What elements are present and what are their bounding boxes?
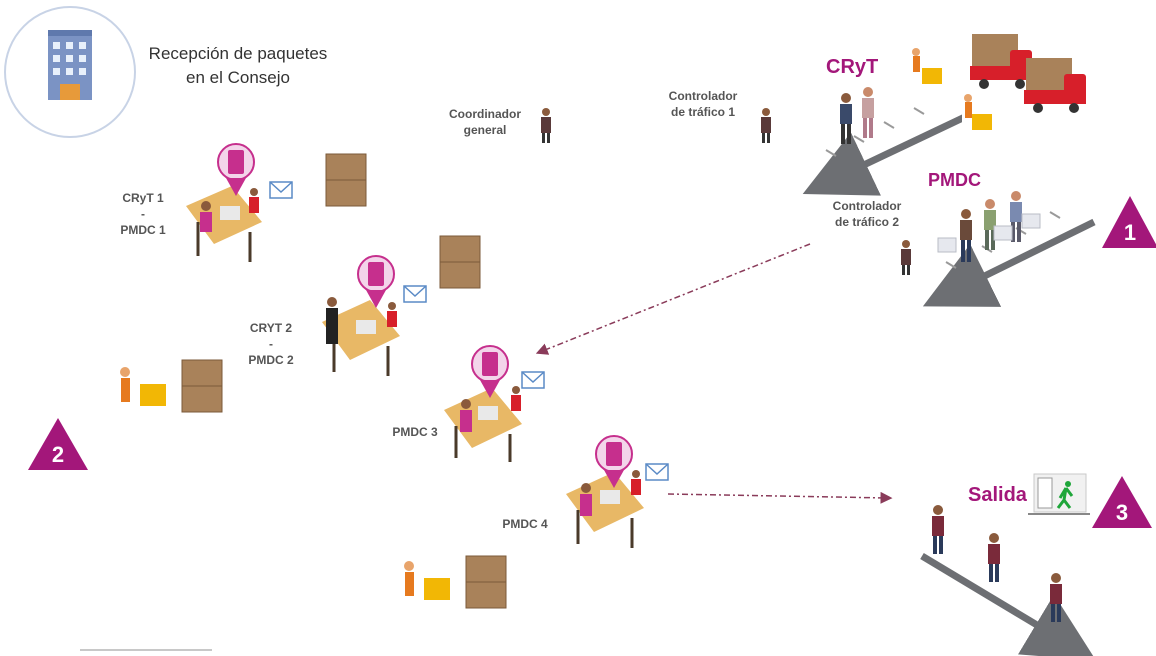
svg-text:2: 2 [52, 442, 64, 467]
pallet-worker-icon [912, 44, 944, 90]
workstation-4 [566, 435, 669, 548]
salida-label: Salida [968, 484, 1027, 506]
exit-person-icon [988, 533, 1000, 582]
station-label-3: PMDC 3 [392, 425, 438, 439]
queue-person-icon [984, 199, 996, 250]
pallet-worker-icon [400, 560, 456, 604]
workstation-3 [444, 345, 545, 462]
truck-icon [1024, 58, 1086, 113]
step-2-triangle: 2 [28, 418, 88, 470]
salida-lane-arrow [920, 552, 1097, 656]
queue-person-icon [862, 87, 874, 138]
step-3-triangle: 3 [1092, 476, 1152, 528]
truck-icon [970, 34, 1032, 89]
step-1-triangle: 1 [1102, 196, 1156, 248]
person-icon [901, 240, 911, 275]
title-line-2: en el Consejo [186, 68, 290, 87]
queue-person-icon [840, 93, 852, 144]
svg-text:1: 1 [1124, 220, 1136, 245]
queue-person-icon [1010, 191, 1022, 242]
station-label-1: CRyT 1-PMDC 1 [120, 191, 166, 237]
svg-text:3: 3 [1116, 500, 1128, 525]
station-label-4: PMDC 4 [502, 517, 548, 531]
title-line-1: Recepción de paquetes [148, 44, 328, 63]
exit-person-icon [932, 505, 944, 554]
cryt-lane-arrow [802, 102, 990, 196]
person-icon [761, 108, 771, 143]
workstation-1 [186, 143, 293, 262]
pallet-worker-icon [962, 90, 994, 136]
exit-person-icon [1050, 573, 1062, 622]
flow-arrow-to-salida [667, 491, 893, 504]
pmdc-lane-arrow [922, 218, 1096, 307]
pallet-worker-icon [116, 366, 172, 410]
queue-person-icon [960, 209, 972, 262]
cryt-lane-label: CRyT [826, 56, 879, 78]
exit-sign-icon [1028, 473, 1090, 515]
person-icon [541, 108, 551, 143]
pmdc-lane-label: PMDC [928, 170, 981, 190]
building-icon [48, 30, 92, 100]
station-label-2: CRYT 2-PMDC 2 [248, 321, 294, 367]
flow-arrow-to-pmdc3 [535, 243, 811, 355]
page-title: Recepción de paquetes en el Consejo [148, 42, 328, 90]
workstation-2 [322, 255, 427, 376]
